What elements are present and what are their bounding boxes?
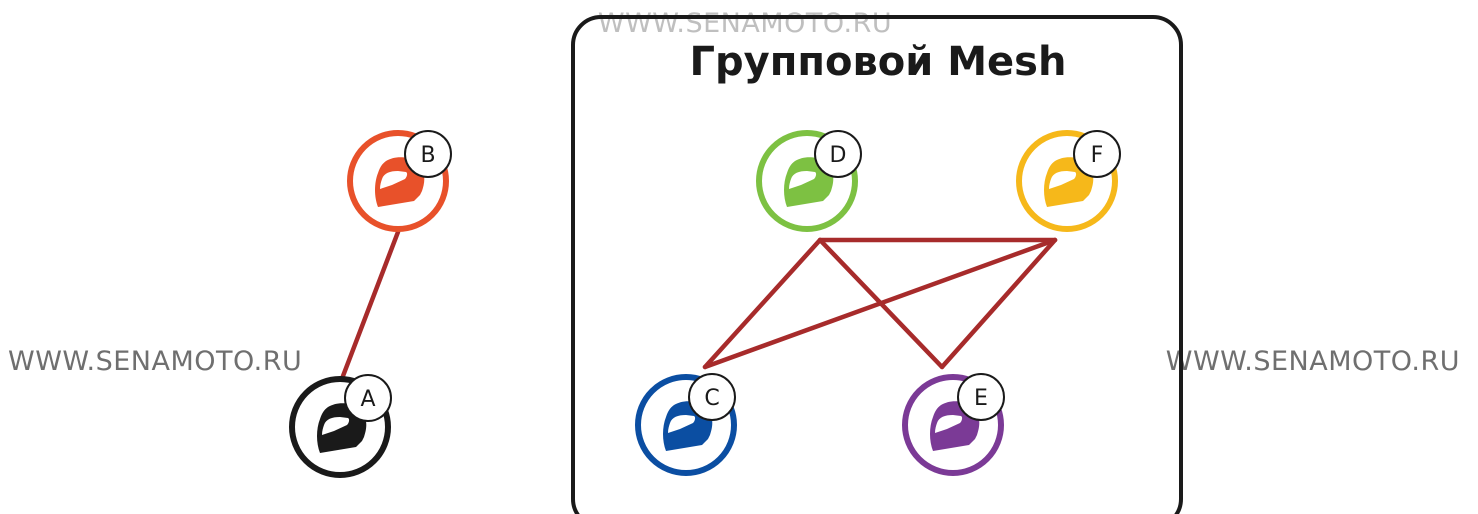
- rider-nodes: A B C D E F: [289, 130, 1121, 478]
- watermark-top: WWW.SENAMOTO.RU: [598, 8, 892, 39]
- rider-badge: [814, 130, 862, 178]
- connection-lines: [340, 229, 1058, 379]
- rider-node-c: C: [635, 373, 737, 476]
- connection-line-d-e: [817, 237, 945, 370]
- watermark-left: WWW.SENAMOTO.RU: [8, 346, 302, 377]
- rider-badge: [957, 373, 1005, 421]
- mesh-group-frame: [571, 15, 1183, 514]
- rider-badge-label: C: [704, 386, 719, 411]
- rider-node-e: E: [902, 373, 1005, 476]
- rider-badge-label: B: [420, 143, 435, 168]
- rider-badge: [404, 130, 452, 178]
- rider-badge-label: A: [360, 387, 375, 412]
- rider-badge: [1073, 130, 1121, 178]
- rider-node-f: F: [1016, 130, 1121, 232]
- rider-badge: [688, 373, 736, 421]
- watermark-right: WWW.SENAMOTO.RU: [1166, 346, 1460, 377]
- rider-badge-label: E: [974, 386, 988, 411]
- rider-badge-label: D: [830, 143, 847, 168]
- mesh-group-title: Групповой Mesh: [690, 39, 1067, 85]
- rider-node-b: B: [347, 130, 452, 232]
- connection-line-a-b: [340, 229, 401, 379]
- rider-badge-label: F: [1091, 143, 1104, 168]
- connection-line-e-f: [939, 237, 1058, 370]
- connection-line-c-d: [702, 237, 823, 370]
- rider-node-d: D: [756, 130, 862, 232]
- rider-badge: [344, 374, 392, 422]
- rider-node-a: A: [289, 374, 392, 478]
